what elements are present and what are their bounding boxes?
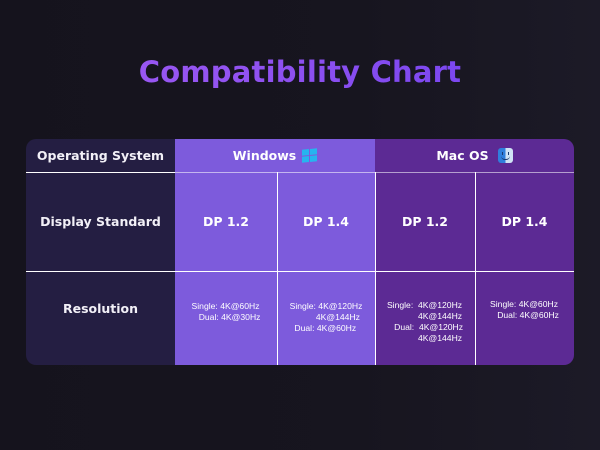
standard-mac-dp14: DP 1.4 bbox=[475, 172, 574, 271]
os-header-windows: Windows bbox=[175, 139, 375, 172]
page-title: Compatibility Chart bbox=[0, 55, 600, 89]
divider bbox=[276, 172, 278, 365]
divider bbox=[474, 172, 476, 365]
resolution-text: Single: 4K@120Hz 4K@144Hz Dual: 4K@120Hz… bbox=[386, 300, 464, 343]
os-name-windows: Windows bbox=[232, 148, 297, 163]
divider bbox=[26, 270, 574, 272]
row-label-resolution: Resolution bbox=[26, 271, 175, 365]
resolution-windows-dp12: Single: 4K@60Hz Dual: 4K@30Hz bbox=[175, 271, 277, 365]
standard-windows-dp14: DP 1.4 bbox=[277, 172, 375, 271]
row-label-operating-system: Operating System bbox=[26, 139, 175, 172]
resolution-mac-dp12: Single: 4K@120Hz 4K@144Hz Dual: 4K@120Hz… bbox=[375, 271, 475, 365]
os-name-mac: Mac OS bbox=[436, 148, 489, 163]
windows-logo-icon bbox=[302, 148, 318, 163]
standard-mac-dp12: DP 1.2 bbox=[375, 172, 475, 271]
divider bbox=[374, 172, 376, 365]
resolution-text: Single: 4K@60Hz Dual: 4K@30Hz bbox=[191, 301, 261, 322]
compatibility-table: Operating System Display Standard Resolu… bbox=[26, 139, 574, 365]
resolution-text: Single: 4K@60Hz Dual: 4K@60Hz bbox=[490, 299, 559, 320]
divider bbox=[26, 171, 175, 173]
mac-finder-icon bbox=[497, 148, 513, 163]
resolution-windows-dp14: Single: 4K@120Hz 4K@144Hz Dual: 4K@60Hz bbox=[277, 271, 375, 365]
row-label-display-standard: Display Standard bbox=[26, 172, 175, 271]
resolution-text: Single: 4K@120Hz 4K@144Hz Dual: 4K@60Hz bbox=[289, 301, 363, 333]
standard-windows-dp12: DP 1.2 bbox=[175, 172, 277, 271]
os-header-mac: Mac OS bbox=[375, 139, 574, 172]
resolution-mac-dp14: Single: 4K@60Hz Dual: 4K@60Hz bbox=[475, 271, 574, 365]
